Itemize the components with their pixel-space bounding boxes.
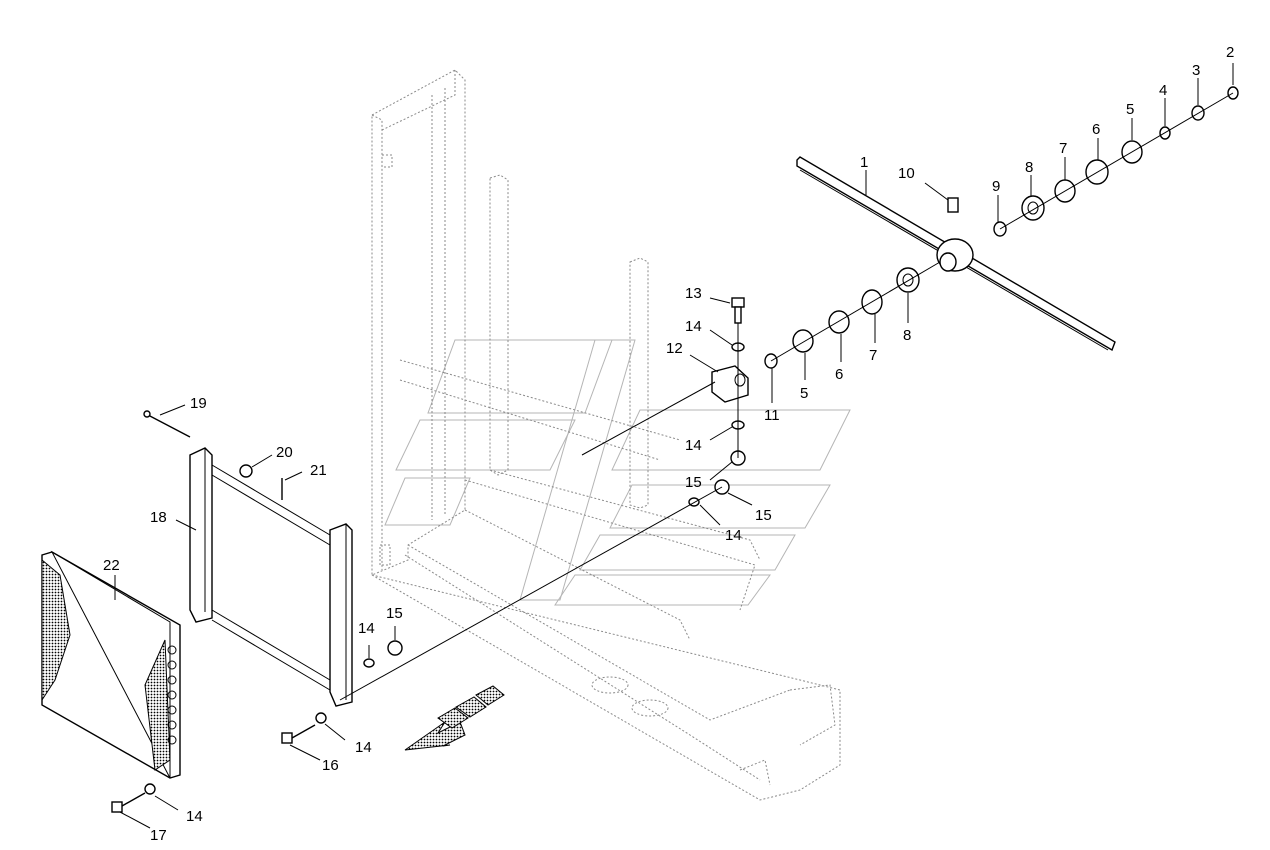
callout-22: 22 [103,557,120,574]
callout-18: 18 [150,509,167,526]
callout-16: 16 [322,757,339,774]
callout-5-lower: 5 [800,385,808,402]
callout-5-upper: 5 [1126,101,1134,118]
callout-9: 9 [992,178,1000,195]
callout-7-lower: 7 [869,347,877,364]
callout-6-lower: 6 [835,366,843,383]
callout-14-f: 14 [186,808,203,825]
watermark-logo [384,339,851,606]
callout-17: 17 [150,827,167,844]
callout-labels: 1 2 3 4 5 6 7 8 9 10 8 7 6 5 11 12 13 14… [103,44,1234,844]
callout-14-e: 14 [355,739,372,756]
callout-7-upper: 7 [1059,140,1067,157]
radiator [41,550,181,779]
bracket-assembly [339,297,749,701]
leader-lines [114,63,1234,829]
callout-12: 12 [666,340,683,357]
pivot-shaft [796,156,1116,352]
radiator-frame [189,447,353,707]
callout-4: 4 [1159,82,1167,99]
callout-14-b: 14 [685,437,702,454]
forward-direction-arrow-icon [404,685,505,751]
callout-2: 2 [1226,44,1234,61]
radiator-tube-ends [167,645,177,745]
callout-15-b: 15 [755,507,772,524]
callout-14-c: 14 [725,527,742,544]
callout-15-a: 15 [685,474,702,491]
machine-frame-outline [371,69,841,801]
callout-14-d: 14 [358,620,375,637]
callout-11: 11 [764,407,780,424]
callout-15-c: 15 [386,605,403,622]
callout-21: 21 [310,462,327,479]
callout-20: 20 [276,444,293,461]
bearing-stack-lower [764,261,941,369]
callout-19: 19 [190,395,207,412]
callout-10: 10 [898,165,915,182]
callout-8-lower: 8 [903,327,911,344]
callout-1: 1 [860,154,868,171]
bearing-stack-upper [993,86,1239,237]
callout-3: 3 [1192,62,1200,79]
callout-13: 13 [685,285,702,302]
callout-14-a: 14 [685,318,702,335]
callout-6-upper: 6 [1092,121,1100,138]
callout-8-upper: 8 [1025,159,1033,176]
fasteners-left [111,410,403,813]
